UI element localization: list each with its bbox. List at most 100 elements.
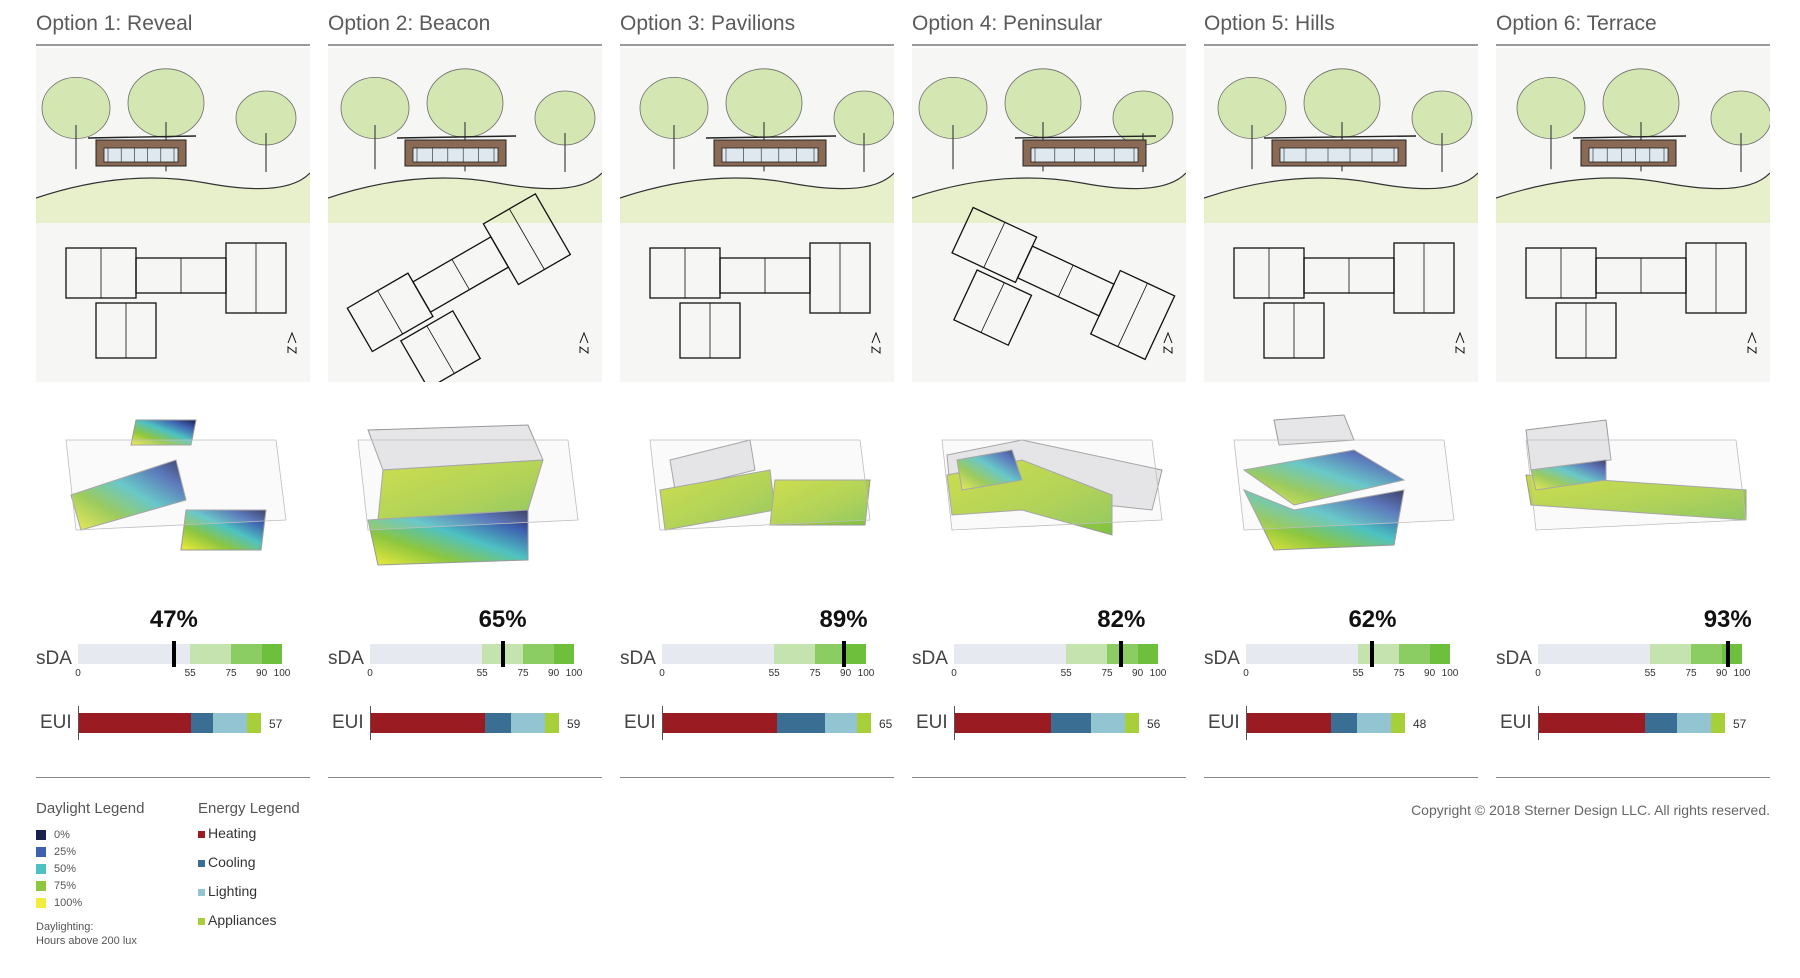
floor-plan-sketch [346,192,572,382]
title-divider [36,44,310,46]
sda-band-segment [774,644,815,664]
house-sketch [1014,135,1157,167]
sketch-terrace [1496,48,1770,382]
eui-chart: EUI 48 [1204,706,1478,742]
house-sketch [87,135,197,167]
daylight-floor-slab [367,509,529,566]
eui-label: EUI [624,712,656,733]
title-divider [328,44,602,46]
building-envelope [1233,439,1455,531]
sda-marker [171,641,176,667]
sda-band-segment [1246,644,1359,664]
sda-tick-label: 75 [809,668,821,679]
sda-label: sDA [328,648,364,669]
eui-total-value: 57 [1733,717,1747,731]
sda-tick-label: 90 [1716,668,1728,679]
sketch-peninsular [912,48,1186,382]
sda-band-segment [553,644,574,664]
sda-band-segment [261,644,282,664]
legend-swatch [198,917,205,925]
eui-cooling-segment [191,713,213,733]
eui-heating-segment [79,713,191,733]
model-reveal [36,400,310,590]
sda-tick-label: 75 [1101,668,1113,679]
tree-sketch [918,76,988,170]
eui-lighting-segment [1357,713,1391,733]
daylight-floor-slab [956,449,1023,491]
option-title: Option 1: Reveal [36,12,193,35]
energy-legend-item: Appliances [198,912,300,941]
legend-label: 25% [54,846,77,858]
tree-sketch [833,90,894,172]
daylight-legend-item: 25% [36,846,144,863]
eui-axis [370,706,371,740]
sda-percent-value: 65% [478,606,527,633]
sda-tick-label: 100 [857,668,875,679]
sda-marker [1725,641,1730,667]
sda-tick-label: 0 [951,668,957,679]
sda-bar [1538,641,1742,667]
eui-appliances-segment [857,713,871,733]
sda-band-segment [1691,644,1722,664]
sda-tick-label: 100 [1733,668,1751,679]
legend-label: Cooling [208,854,256,870]
legend-swatch [36,830,46,841]
tree-sketch [340,76,410,170]
eui-total-value: 48 [1413,717,1427,731]
legend-swatch [36,898,46,909]
daylight-legend-item: 100% [36,897,144,914]
eui-appliances-segment [1711,713,1725,733]
sketch-pavilions [620,48,894,382]
column-bottom-divider [620,777,894,778]
sda-band-segment [1538,644,1651,664]
sda-marker [500,641,505,667]
model-beacon [328,400,602,590]
sda-tick-label: 75 [1393,668,1405,679]
sda-bar [78,641,282,667]
daylight-note-line1: Daylighting: [36,921,94,933]
eui-chart: EUI 57 [1496,706,1770,742]
sda-tick-label: 90 [548,668,560,679]
daylight-legend-item: 75% [36,880,144,897]
sda-bar [662,641,866,667]
column-bottom-divider [328,777,602,778]
sda-tick-label: 55 [1352,668,1364,679]
sda-band-segment [231,644,262,664]
building-envelope [65,439,287,531]
eui-heating-segment [1247,713,1331,733]
legend-label: 75% [54,880,77,892]
sda-tick-label: 55 [476,668,488,679]
eui-total-value: 59 [567,717,581,731]
sda-tick-label: 90 [256,668,268,679]
model-pavilions [620,400,894,590]
sda-tick-label: 55 [768,668,780,679]
eui-axis [662,706,663,740]
sda-percent-value: 47% [149,606,198,633]
sda-tick-label: 55 [184,668,196,679]
sda-percent-value: 62% [1348,606,1397,633]
eui-total-value: 65 [879,717,893,731]
sketch-beacon [328,48,602,382]
sda-band-segment [523,644,554,664]
eui-appliances-segment [1125,713,1139,733]
eui-label: EUI [1500,712,1532,733]
north-arrow-icon [871,331,881,354]
sda-percent-value: 89% [819,606,868,633]
north-arrow-icon [287,331,297,354]
daylight-floor-slab [1530,459,1607,491]
building-envelope [357,439,579,531]
sda-band-segment [662,644,775,664]
sda-label: sDA [1204,648,1240,669]
eui-label: EUI [1208,712,1240,733]
sda-label: sDA [1496,648,1532,669]
eui-cooling-segment [1331,713,1357,733]
column-bottom-divider [1496,777,1770,778]
eui-axis [78,706,79,740]
sda-tick-label: 100 [1441,668,1459,679]
sda-tick-label: 0 [367,668,373,679]
